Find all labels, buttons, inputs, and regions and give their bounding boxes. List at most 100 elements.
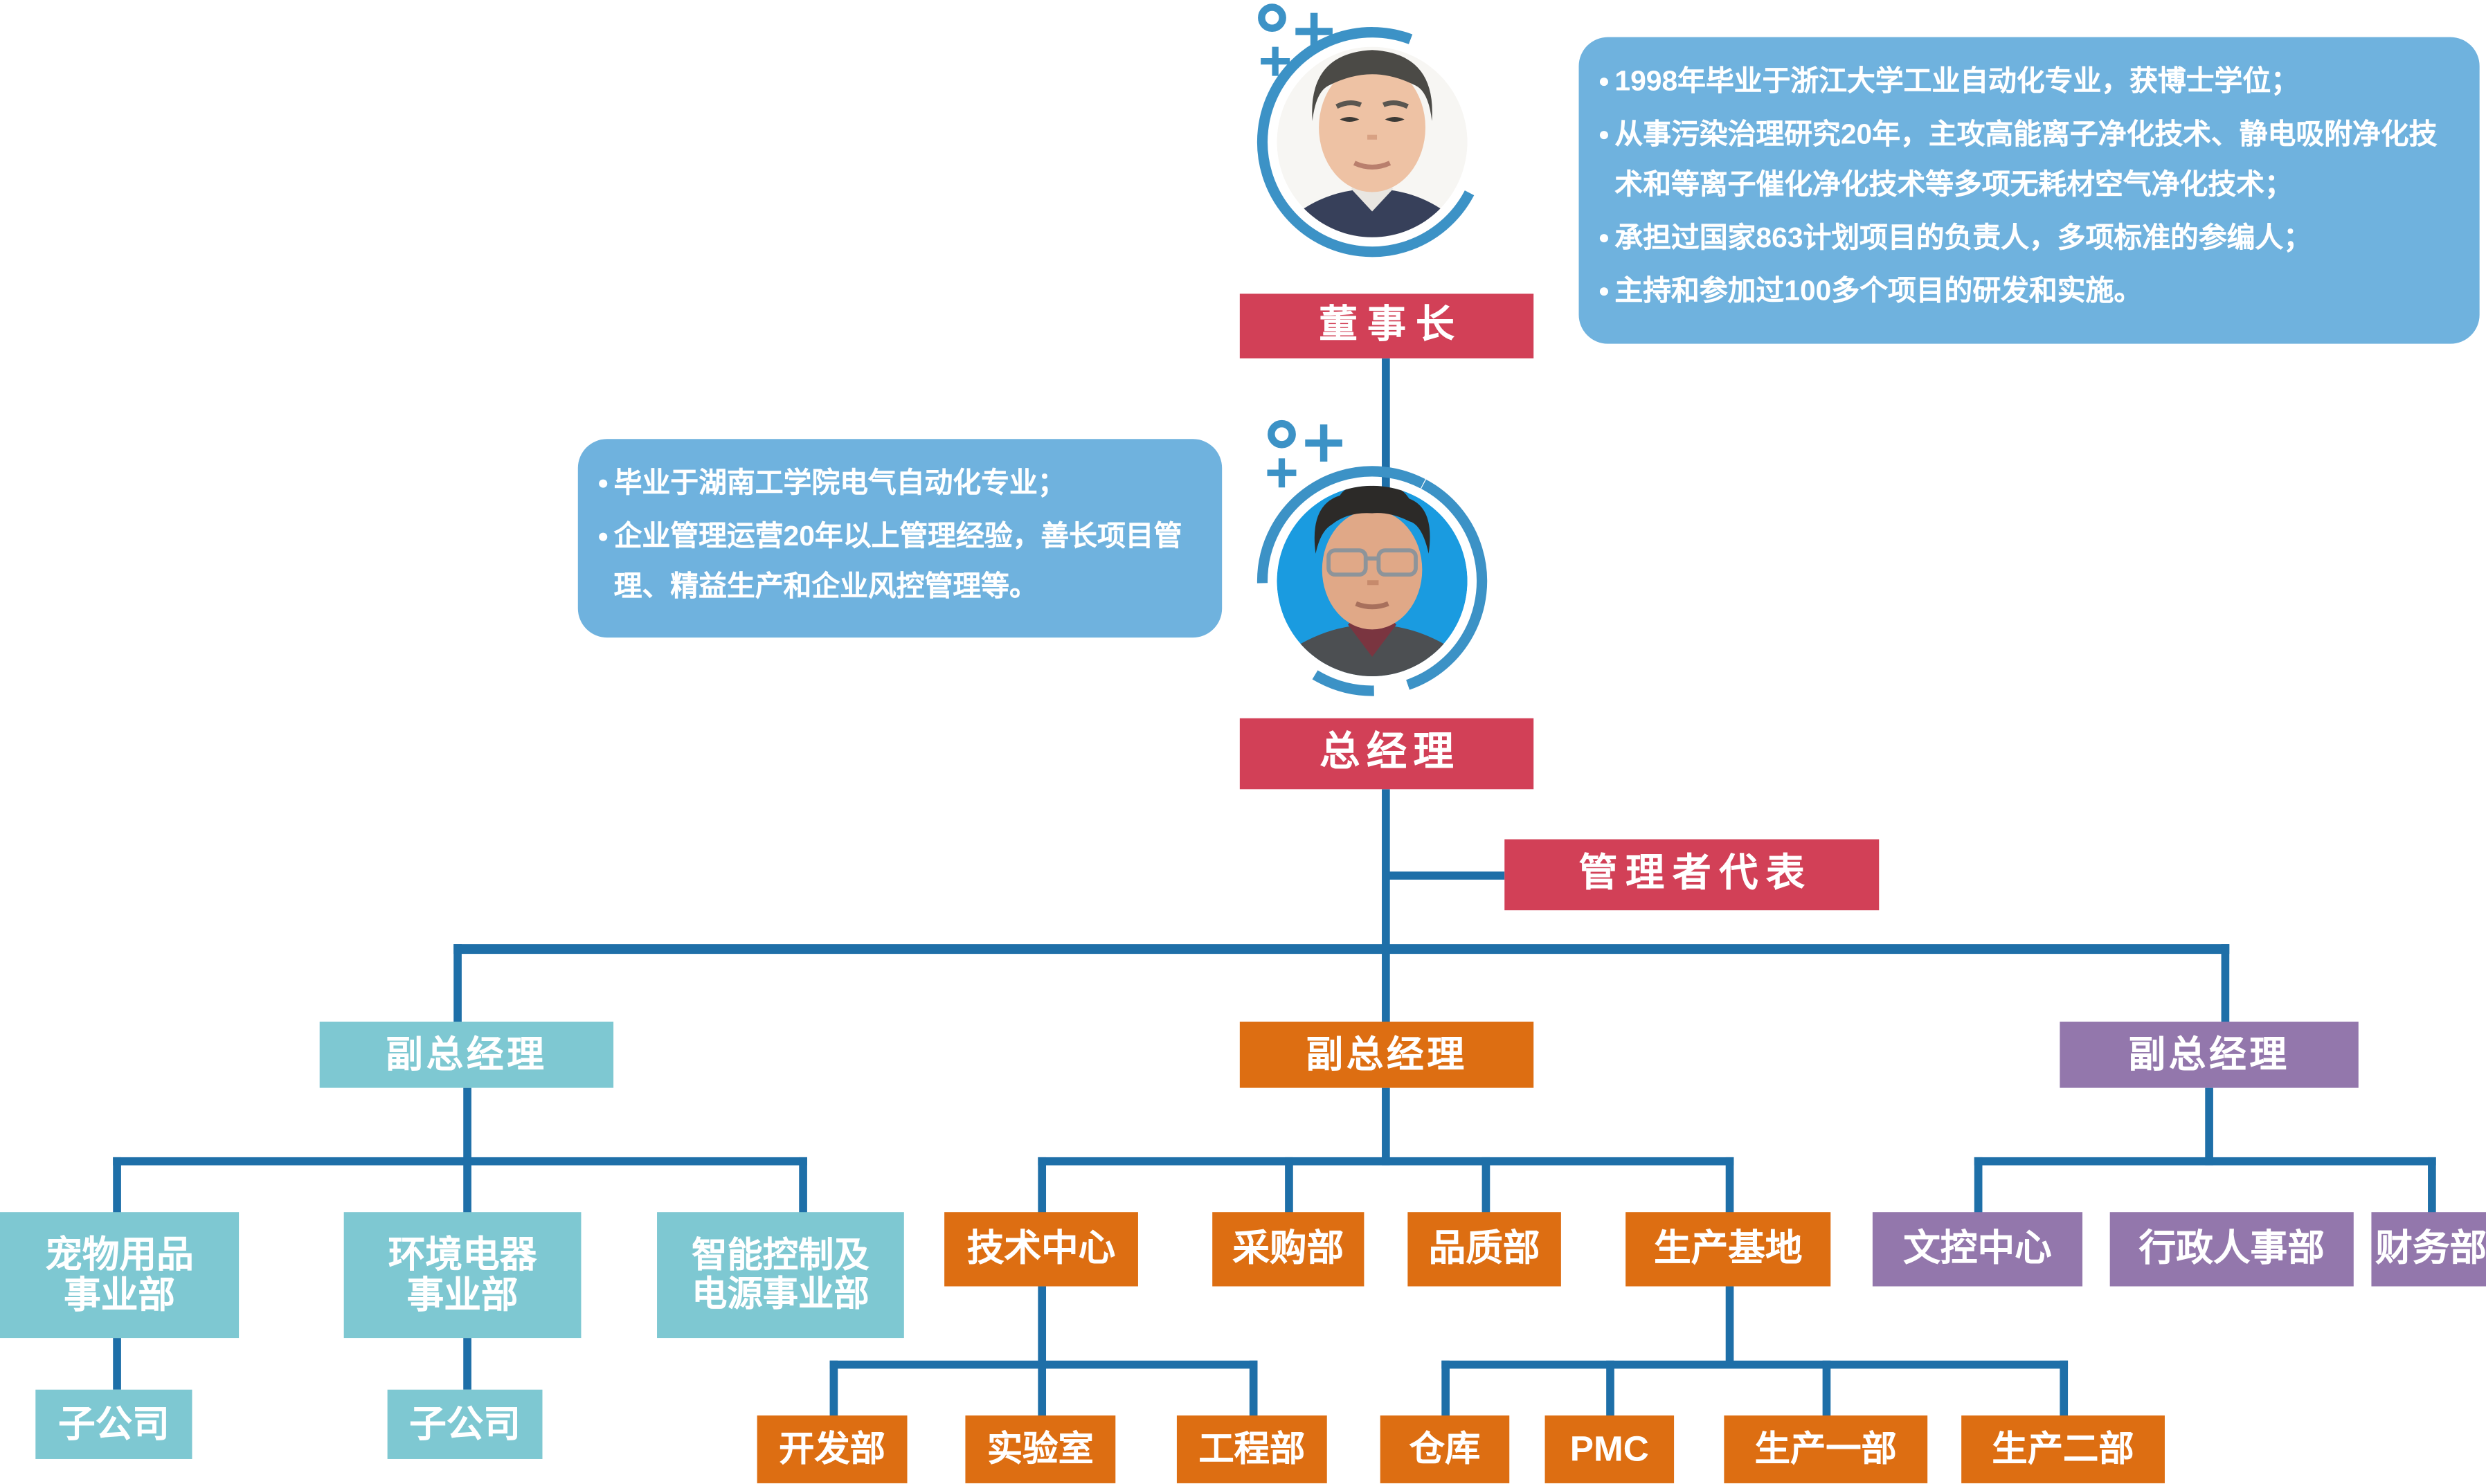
- node-label: 仓库: [1409, 1428, 1481, 1469]
- node-subsidiary-2: 子公司: [387, 1389, 543, 1459]
- ring-icon: [1268, 419, 1296, 449]
- drop-vp-right: [2220, 944, 2229, 1024]
- node-vp-right: 副总经理: [2060, 1022, 2359, 1088]
- drop-quality: [1481, 1156, 1490, 1213]
- node-hr-admin: 行政人事部: [2109, 1212, 2354, 1287]
- bio-bullet: ● 承担过国家863计划项目的负责人，多项标准的参编人；: [1598, 213, 2464, 263]
- drop-warehouse: [1441, 1359, 1449, 1417]
- node-intelligent-control-division: 智能控制及 电源事业部: [657, 1212, 904, 1339]
- node-finance: 财务部: [2371, 1212, 2486, 1287]
- node-vp-left: 副总经理: [319, 1022, 614, 1088]
- drop-prod2: [2059, 1359, 2067, 1417]
- node-general-manager: 总经理: [1239, 718, 1534, 790]
- bio-text: 主持和参加过100多个项目的研发和实施。: [1614, 274, 2143, 307]
- bio-bullet: ● 企业管理运营20年以上管理经验，善长项目管理、精益生产和企业风控管理等。: [597, 512, 1206, 612]
- bio-text: 1998年毕业于浙江大学工业自动化专业，获博士学位；: [1614, 64, 2299, 97]
- tech-down: [1037, 1286, 1045, 1416]
- node-label: 子公司: [57, 1402, 170, 1445]
- bio-text: 从事污染治理研究20年，主攻高能离子净化技术、静电吸附净化技术和等离子催化净化技…: [1614, 118, 2438, 201]
- h-prod: [1441, 1359, 2067, 1368]
- node-label: 行政人事部: [2138, 1227, 2325, 1269]
- gm-photo: [1251, 460, 1493, 703]
- node-label: 董事长: [1319, 302, 1464, 347]
- drop-sub2: [462, 1338, 471, 1390]
- node-subsidiary-1: 子公司: [35, 1389, 192, 1459]
- connector-distribution: [453, 944, 2229, 954]
- drop-intel: [798, 1156, 807, 1213]
- node-label: 副总经理: [1306, 1033, 1468, 1075]
- node-label: 管理者代表: [1578, 851, 1813, 896]
- chairman-photo: [1251, 21, 1493, 263]
- avatar-hair: [1312, 50, 1432, 121]
- node-label-line: 智能控制及: [692, 1234, 870, 1275]
- drop-vp-left: [453, 944, 461, 1024]
- drop-tech: [1037, 1156, 1045, 1213]
- node-label: 财务部: [2375, 1227, 2486, 1269]
- bio-bullet: ● 从事污染治理研究20年，主攻高能离子净化技术、静电吸附净化技术和等离子催化净…: [1598, 110, 2464, 210]
- bio-bullet: ● 主持和参加过100多个项目的研发和实施。: [1598, 266, 2464, 316]
- node-label-line: 电源事业部: [692, 1273, 870, 1314]
- drop-dev: [829, 1359, 838, 1417]
- prodbase-down: [1724, 1286, 1733, 1364]
- node-quality: 品质部: [1407, 1212, 1561, 1287]
- node-label: 总经理: [1319, 730, 1461, 775]
- h-left: [112, 1156, 807, 1165]
- avatar-glasses: [1326, 548, 1418, 577]
- node-env-appliance-division: 环境电器 事业部: [343, 1212, 582, 1339]
- node-production-base: 生产基地: [1625, 1212, 1831, 1287]
- connector-mgr-stub: [1385, 871, 1505, 879]
- node-vp-middle: 副总经理: [1239, 1022, 1534, 1088]
- h-mid: [1037, 1156, 1733, 1165]
- gm-bio-panel: ● 毕业于湖南工学院电气自动化专业； ● 企业管理运营20年以上管理经验，善长项…: [577, 439, 1223, 638]
- node-tech-center: 技术中心: [944, 1212, 1138, 1287]
- connector-gm-trunk: [1380, 789, 1389, 1024]
- bullet-icon: ●: [597, 524, 609, 548]
- drop-pmc: [1605, 1359, 1614, 1417]
- vp-mid-down: [1380, 1087, 1389, 1166]
- node-management-rep: 管理者代表: [1504, 839, 1880, 911]
- vp-left-down: [462, 1087, 471, 1166]
- node-label: 技术中心: [966, 1227, 1116, 1269]
- drop-prodbase: [1724, 1156, 1733, 1213]
- node-label: 生产一部: [1754, 1428, 1897, 1469]
- drop-finance: [2426, 1156, 2435, 1213]
- avatar-shoulders: [1283, 624, 1461, 677]
- connector-chairman-gm: [1380, 358, 1389, 491]
- node-production-1: 生产一部: [1724, 1415, 1928, 1483]
- node-label: 文控中心: [1903, 1227, 2052, 1269]
- node-label: 生产二部: [1992, 1428, 2134, 1469]
- gm-deco: [1259, 417, 1372, 514]
- bullet-icon: ●: [597, 471, 609, 494]
- node-label-line: 事业部: [406, 1273, 519, 1316]
- vp-right-down: [2204, 1087, 2213, 1166]
- drop-pet: [112, 1156, 120, 1213]
- node-label-line: 事业部: [64, 1273, 176, 1316]
- h-tech: [829, 1359, 1257, 1368]
- drop-engineering: [1248, 1359, 1257, 1417]
- node-label: 采购部: [1232, 1227, 1344, 1269]
- bullet-icon: ●: [1598, 123, 1610, 145]
- drop-sub1: [112, 1338, 120, 1390]
- node-engineering: 工程部: [1176, 1415, 1327, 1483]
- node-label-line: 宠物用品: [45, 1232, 194, 1275]
- drop-prod1: [1821, 1359, 1830, 1417]
- node-label: 副总经理: [386, 1033, 548, 1075]
- bullet-icon: ●: [1598, 69, 1610, 92]
- plus-small-icon: [1267, 458, 1297, 488]
- chairman-bio-panel: ● 1998年毕业于浙江大学工业自动化专业，获博士学位； ● 从事污染治理研究2…: [1578, 37, 2480, 344]
- avatar-shoulders: [1291, 188, 1453, 237]
- bio-text: 企业管理运营20年以上管理经验，善长项目管理、精益生产和企业风控管理等。: [613, 519, 1182, 602]
- avatar-face: [1319, 62, 1425, 192]
- bio-bullet: ● 1998年毕业于浙江大学工业自动化专业，获博士学位；: [1598, 57, 2464, 107]
- node-pmc: PMC: [1544, 1415, 1675, 1483]
- node-label: 品质部: [1428, 1227, 1540, 1269]
- node-label: 开发部: [779, 1428, 886, 1469]
- node-label-line: 环境电器: [388, 1232, 537, 1275]
- drop-env: [462, 1156, 471, 1213]
- node-chairman: 董事长: [1239, 293, 1534, 359]
- plus-small-icon: [1261, 46, 1290, 76]
- node-doc-control: 文控中心: [1872, 1212, 2083, 1287]
- node-label: PMC: [1569, 1428, 1649, 1469]
- drop-doc: [1973, 1156, 1982, 1213]
- node-development: 开发部: [757, 1415, 908, 1483]
